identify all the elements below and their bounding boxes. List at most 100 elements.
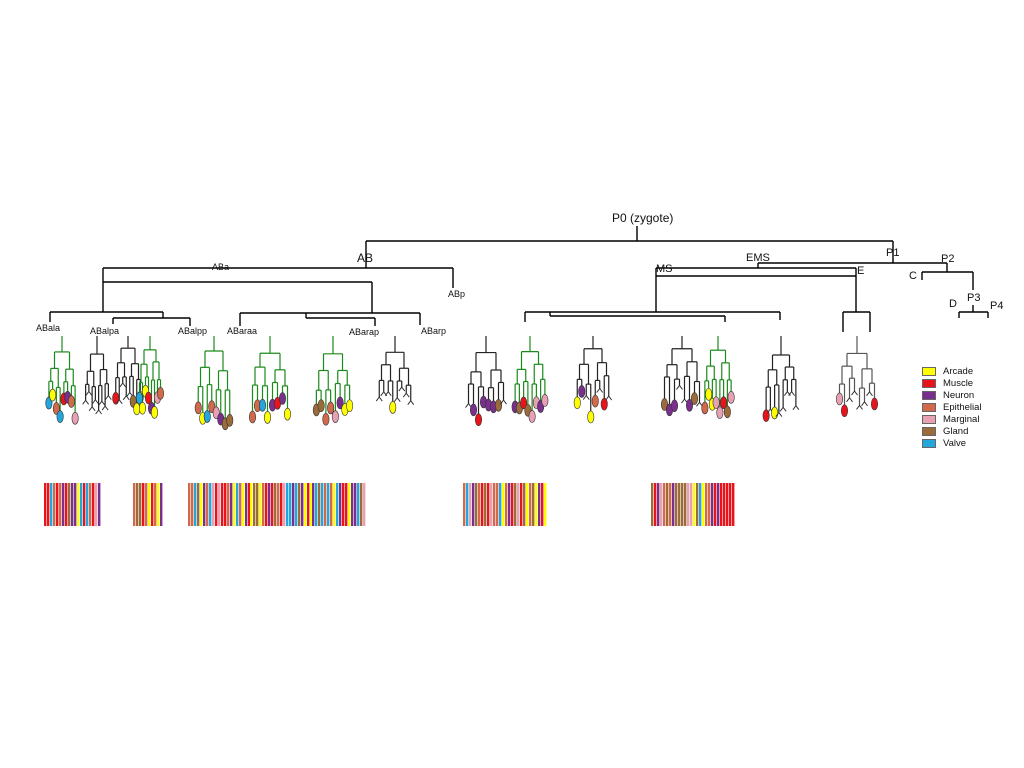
terminal-cell xyxy=(226,414,234,427)
fate-bar xyxy=(660,483,663,526)
terminal-cell xyxy=(685,399,693,412)
fate-bar xyxy=(351,483,354,526)
fate-bar xyxy=(227,483,230,526)
terminal-cell xyxy=(578,385,586,398)
fate-bar xyxy=(502,483,505,526)
label-p3: P3 xyxy=(967,292,980,304)
fate-bar xyxy=(160,483,163,526)
terminal-cell xyxy=(389,401,397,414)
fate-bar xyxy=(206,483,209,526)
fate-bar xyxy=(157,483,160,526)
fate-bar xyxy=(354,483,357,526)
fate-bar xyxy=(242,483,245,526)
fate-bar xyxy=(517,483,520,526)
terminal-cell xyxy=(670,399,678,413)
fate-bar xyxy=(360,483,363,526)
fate-bar xyxy=(136,483,139,526)
fate-bar xyxy=(672,483,675,526)
terminal-cell xyxy=(322,412,330,426)
terminal-mark xyxy=(407,399,415,406)
fate-bar xyxy=(289,483,292,526)
terminal-cell xyxy=(591,394,599,408)
fate-bar xyxy=(327,483,330,526)
fate-bar xyxy=(50,483,53,526)
terminal-cell xyxy=(840,404,848,418)
fate-bar xyxy=(463,483,466,526)
fate-bar xyxy=(86,483,89,526)
fate-bar xyxy=(224,483,227,526)
fate-bar xyxy=(475,483,478,526)
terminal-cell xyxy=(278,392,286,405)
terminal-cell xyxy=(157,387,165,400)
legend-label: Epithelial xyxy=(943,401,982,413)
fate-bar xyxy=(490,483,493,526)
fate-bar xyxy=(681,483,684,526)
label-abp: ABp xyxy=(448,289,465,299)
fate-bar xyxy=(310,483,313,526)
terminal-cell xyxy=(203,410,211,423)
fate-bar xyxy=(271,483,274,526)
fate-bar xyxy=(71,483,74,526)
fate-bar xyxy=(484,483,487,526)
node-labels: P0 (zygote) AB P1 ABa ABp EMS P2 MS E C … xyxy=(36,211,1003,337)
fate-bar xyxy=(357,483,360,526)
fate-bar xyxy=(678,483,681,526)
terminal-mark xyxy=(500,399,507,405)
terminal-cell xyxy=(587,410,595,424)
legend-swatch xyxy=(922,426,936,436)
terminal-cell xyxy=(194,401,202,415)
terminal-mark xyxy=(861,400,868,407)
fate-bar xyxy=(218,483,221,526)
fate-bar xyxy=(336,483,339,526)
fate-bar xyxy=(538,483,541,526)
terminal-mark xyxy=(788,390,796,396)
fate-bar xyxy=(666,483,669,526)
terminal-cell xyxy=(712,396,720,409)
fate-bar xyxy=(236,483,239,526)
terminal-cell xyxy=(249,410,257,424)
terminal-mark xyxy=(375,396,383,402)
fate-bar xyxy=(720,483,723,526)
fate-bar xyxy=(723,483,726,526)
fate-bar xyxy=(59,483,62,526)
terminal-cell xyxy=(346,399,354,413)
fate-bar xyxy=(687,483,690,526)
fate-bar xyxy=(342,483,345,526)
label-abala: ABala xyxy=(36,323,60,333)
fate-bar xyxy=(283,483,286,526)
terminal-cell xyxy=(112,392,120,405)
fate-bar xyxy=(65,483,68,526)
terminal-mark xyxy=(851,390,858,396)
fate-bar xyxy=(292,483,295,526)
fate-bar xyxy=(83,483,86,526)
fate-bar xyxy=(699,483,702,526)
fate-bar xyxy=(330,483,333,526)
terminal-cell xyxy=(701,401,709,415)
fate-bar xyxy=(321,483,324,526)
fate-bar xyxy=(133,483,136,526)
fate-bar xyxy=(478,483,481,526)
fate-bar xyxy=(256,483,259,526)
terminal-mark xyxy=(775,411,783,417)
terminal-mark xyxy=(95,409,103,415)
terminal-cell xyxy=(136,391,144,405)
fate-bar xyxy=(696,483,699,526)
fate-bar xyxy=(711,483,714,526)
fate-bar xyxy=(77,483,80,526)
label-c: C xyxy=(909,270,917,282)
terminal-cell xyxy=(720,396,728,409)
fate-bar xyxy=(44,483,47,526)
fate-bar xyxy=(197,483,200,526)
fate-bar xyxy=(315,483,318,526)
fate-bar xyxy=(262,483,265,526)
legend-swatch xyxy=(922,402,936,412)
label-p0: P0 (zygote) xyxy=(612,211,673,225)
legend-item: Epithelial xyxy=(922,401,1002,413)
fate-bar xyxy=(333,483,336,526)
fate-bar xyxy=(151,483,154,526)
legend-item: Valve xyxy=(922,437,1002,449)
fate-bar xyxy=(154,483,157,526)
fate-bar xyxy=(472,483,475,526)
terminal-mark xyxy=(85,390,93,396)
